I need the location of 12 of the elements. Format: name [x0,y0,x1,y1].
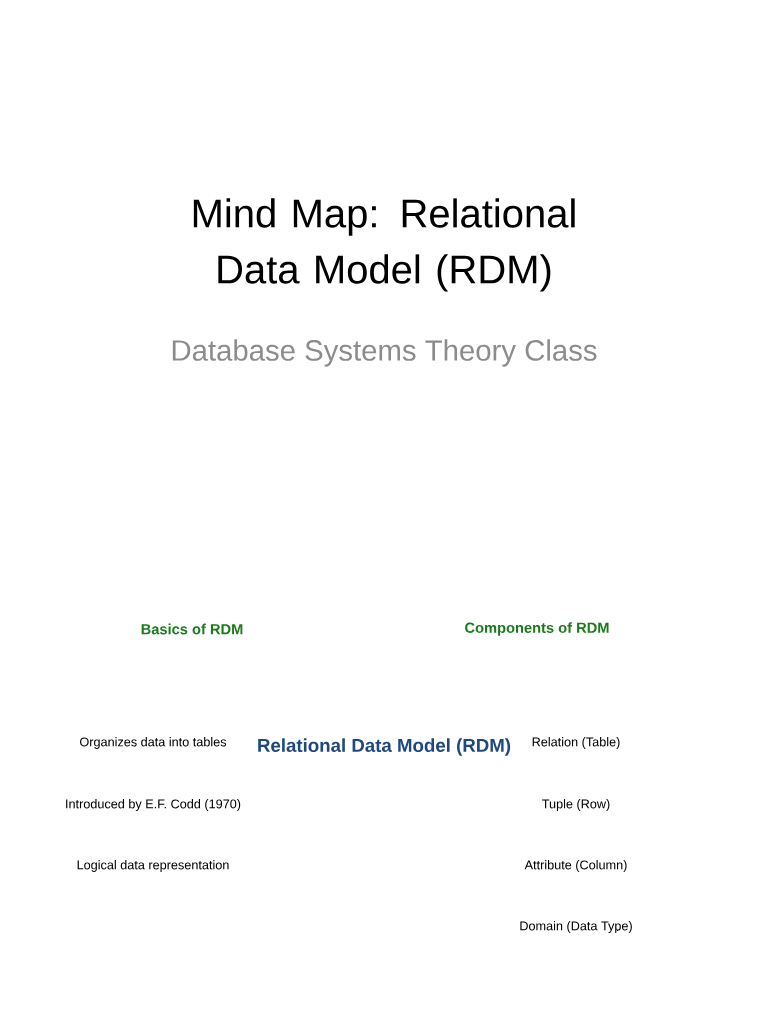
branch-heading: Basics of RDM [141,623,243,635]
topic-text: Introduced by E.F. Codd (1970) [66,799,241,811]
central-topic: Relational Data Model (RDM) [258,738,511,756]
topic-text: Domain (Data Type) [520,921,632,933]
subtitle: Database Systems Theory Class [172,339,597,367]
branch-heading: Components of RDM [465,622,609,636]
topic-text: Tuple (Row) [542,799,610,811]
topic-text: Relation (Table) [532,737,620,749]
topic-text: Attribute (Column) [524,860,627,872]
title: Mind Map: Relational Data Model (RDM) [193,198,575,292]
topic-text: Logical data representation [77,860,229,872]
topic-text: Organizes data into tables [80,737,227,749]
